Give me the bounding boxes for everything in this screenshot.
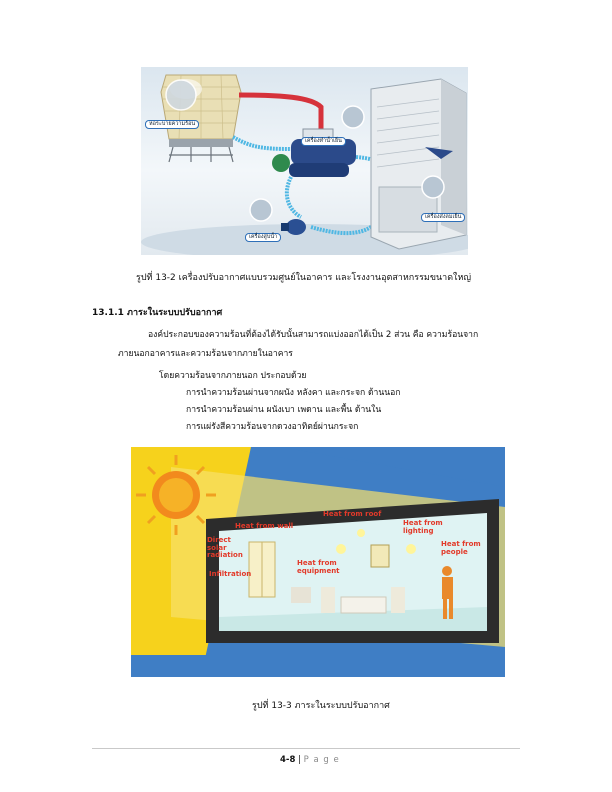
cooling-tower-label: หอระบายความร้อน bbox=[145, 120, 200, 129]
chiller-label: เครื่องทำน้ำเย็น bbox=[301, 137, 346, 146]
heat-load-figure: Heat from wall Heat from roof Heat from … bbox=[131, 447, 505, 677]
page-number: 4-8 bbox=[280, 755, 296, 765]
pump-label: เครื่องสูบน้ำ bbox=[245, 233, 282, 242]
list-item: การนำความร้อนผ่าน ผนังเบา เพดาน และพื้น … bbox=[186, 405, 382, 415]
figure-13-2-caption: รูปที่ 13-2 เครื่องปรับอากาศแบบรวมศูนย์ใ… bbox=[136, 273, 472, 283]
page-word: P a g e bbox=[303, 755, 340, 765]
chiller-system-figure: หอระบายความร้อน เครื่องทำน้ำเย็น เครื่อง… bbox=[141, 67, 468, 255]
heat-from-equipment-label: Heat from equipment bbox=[297, 559, 340, 575]
footer-divider bbox=[92, 748, 520, 749]
air-handler-icon bbox=[370, 78, 467, 250]
figure-13-3-caption: รูปที่ 13-3 ภาระในระบบปรับอากาศ bbox=[252, 701, 390, 711]
chiller-system-illustration bbox=[141, 74, 468, 255]
sun-icon bbox=[136, 455, 216, 535]
heat-load-illustration bbox=[131, 447, 505, 677]
list-item: การแผ่รังสีความร้อนจากดวงอาทิตย์ผ่านกระจ… bbox=[186, 422, 359, 432]
page-footer: 4-8 | P a g e bbox=[280, 755, 340, 765]
pump-icon bbox=[281, 219, 306, 235]
paragraph-line-1: องค์ประกอบของความร้อนที่ต้องได้รับนั้นสา… bbox=[148, 330, 479, 340]
infiltration-label: Infiltration bbox=[209, 570, 252, 578]
paragraph-line-2: ภายนอกอาคารและความร้อนจากภายในอาคาร bbox=[118, 349, 293, 359]
heat-from-lighting-label: Heat from lighting bbox=[403, 519, 443, 535]
external-heat-intro: โดยความร้อนจากภายนอก ประกอบด้วย bbox=[159, 371, 307, 381]
page-separator: | bbox=[298, 755, 301, 765]
heat-from-people-label: Heat from people bbox=[441, 540, 481, 556]
list-item: การนำความร้อนผ่านจากผนัง หลังคา และกระจก… bbox=[186, 388, 401, 398]
heat-from-roof-label: Heat from roof bbox=[323, 510, 382, 518]
section-heading: 13.1.1 ภาระในระบบปรับอากาศ bbox=[92, 308, 223, 318]
person-icon bbox=[442, 566, 453, 619]
air-handler-label: เครื่องส่งลมเย็น bbox=[421, 213, 466, 222]
direct-solar-radiation-label: Direct solar radiation bbox=[207, 536, 243, 559]
heat-from-wall-label: Heat from wall bbox=[235, 522, 294, 530]
